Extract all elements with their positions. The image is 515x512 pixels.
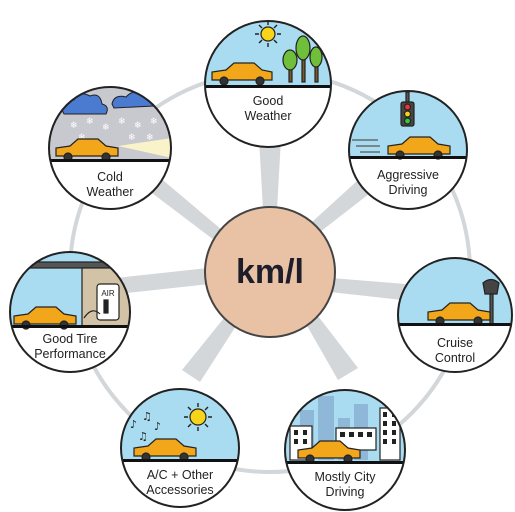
svg-text:♫: ♫ (138, 430, 148, 443)
road-sign-icon (482, 278, 500, 325)
headlight-beam (118, 138, 171, 158)
speed-lines-icon (352, 139, 380, 153)
svg-text:❄: ❄ (146, 133, 154, 143)
label-mostly-city-driving: Mostly City Driving (314, 470, 376, 499)
svg-text:♫: ♫ (142, 410, 152, 423)
node-cold-weather: ❄❄❄❄❄❄ ❄❄❄ (48, 86, 172, 210)
label-cold-weather: Cold Weather (86, 170, 134, 199)
sun-icon (255, 21, 281, 47)
svg-text:❄: ❄ (118, 117, 126, 127)
trees-icon (282, 35, 323, 83)
svg-text:♪: ♪ (154, 420, 161, 433)
svg-text:❄: ❄ (128, 133, 136, 143)
sun-icon (184, 403, 212, 431)
svg-text:❄: ❄ (102, 123, 110, 133)
label-aggressive-driving: Aggressive Driving (377, 168, 439, 197)
label-cruise-control: Cruise Control (434, 336, 476, 365)
svg-text:❄: ❄ (150, 117, 158, 127)
music-notes-icon: ♪♫♪♫ (130, 410, 161, 443)
label-ac-other-accessories: A/C + Other Accessories (146, 468, 214, 497)
svg-text:♪: ♪ (130, 418, 137, 431)
air-pump-label: AIR (101, 289, 115, 298)
node-good-tire-performance: AIR (9, 251, 131, 373)
center-label: km/l (235, 253, 305, 291)
air-hose (83, 310, 101, 319)
car-icon (55, 138, 119, 162)
svg-text:❄: ❄ (78, 133, 86, 143)
svg-text:❄: ❄ (70, 121, 78, 131)
node-good-weather (204, 20, 332, 148)
snowflakes-icon: ❄❄❄❄❄❄ ❄❄❄ (70, 117, 158, 143)
traffic-light-icon (400, 91, 415, 127)
svg-text:❄: ❄ (134, 121, 142, 131)
center-circle (204, 206, 336, 338)
svg-text:❄: ❄ (86, 117, 94, 127)
label-good-weather: Good Weather (244, 94, 292, 123)
node-cruise-control (397, 257, 513, 373)
city-buildings-icon (289, 396, 401, 461)
car-icon (211, 62, 273, 86)
label-good-tire-performance: Good Tire Performance (34, 332, 106, 361)
